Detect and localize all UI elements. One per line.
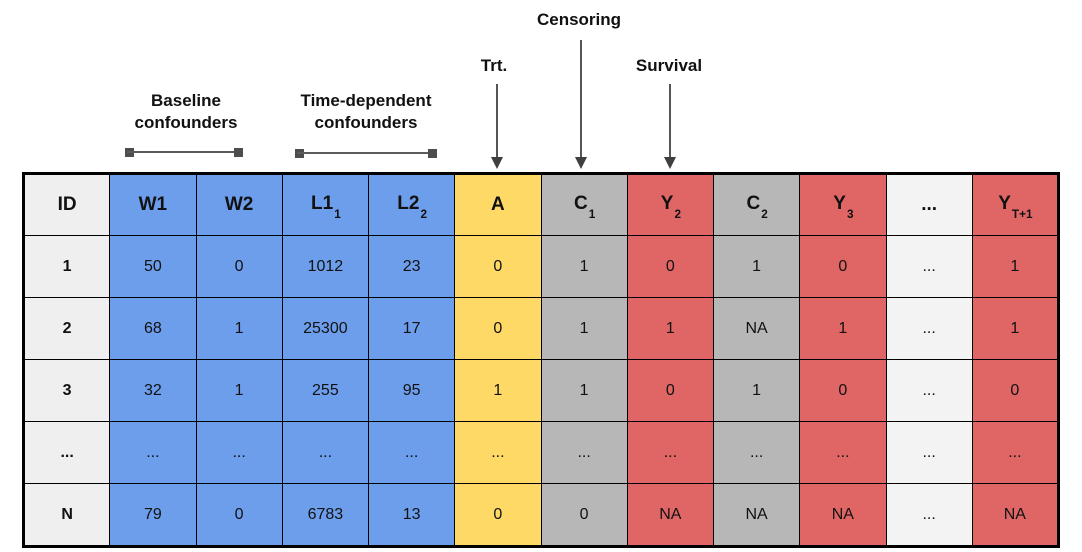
cell-dots-row2: ...: [885, 359, 973, 422]
cell-A-row0: 0: [454, 235, 542, 298]
arrow-survival-icon: [664, 84, 676, 169]
header-cell-L2_2: L22: [367, 173, 456, 236]
cell-ID-row0: 1: [22, 235, 111, 298]
header-cell-W2: W2: [195, 173, 283, 236]
label-baseline-confounders: Baseline confounders: [134, 91, 238, 132]
cell-Y_3-row3: ...: [799, 421, 887, 484]
cell-Y_2-row2: 0: [626, 359, 715, 422]
cell-C_1-row0: 1: [540, 235, 628, 298]
cell-C_2-row0: 1: [712, 235, 801, 298]
cell-Y_T1-row1: 1: [971, 297, 1060, 360]
cell-dots-row0: ...: [885, 235, 973, 298]
cell-Y_2-row0: 0: [626, 235, 715, 298]
bracket-baseline-confounders: [125, 148, 243, 157]
label-survival: Survival: [635, 56, 703, 75]
cell-dots-row3: ...: [885, 421, 973, 484]
cell-C_2-row3: ...: [712, 421, 801, 484]
cell-A-row2: 1: [454, 359, 542, 422]
cell-Y_T1-row0: 1: [971, 235, 1060, 298]
cell-C_1-row2: 1: [540, 359, 628, 422]
cell-Y_2-row3: ...: [626, 421, 715, 484]
header-cell-L1_1: L11: [281, 173, 370, 236]
cell-Y_3-row4: NA: [799, 483, 887, 547]
header-cell-C_1: C1: [540, 173, 628, 236]
header-cell-C_2: C2: [712, 173, 801, 236]
cell-C_2-row1: NA: [712, 297, 801, 360]
header-cell-A: A: [454, 173, 542, 236]
header-cell-Y_3: Y3: [799, 173, 887, 236]
header-cell-Y_T1: YT+1: [971, 173, 1060, 236]
cell-ID-row4: N: [22, 483, 111, 547]
cell-L1_1-row4: 6783: [281, 483, 370, 547]
bracket-time-dependent-confounders: [295, 149, 437, 158]
cell-C_1-row1: 1: [540, 297, 628, 360]
cell-Y_3-row1: 1: [799, 297, 887, 360]
cell-ID-row1: 2: [22, 297, 111, 360]
cell-L2_2-row2: 95: [367, 359, 456, 422]
cell-L2_2-row1: 17: [367, 297, 456, 360]
cell-C_2-row4: NA: [712, 483, 801, 547]
cell-W1-row4: 79: [109, 483, 197, 547]
bracket-line: [297, 152, 435, 154]
cell-W2-row3: ...: [195, 421, 283, 484]
cell-W2-row1: 1: [195, 297, 283, 360]
cell-C_2-row2: 1: [712, 359, 801, 422]
header-cell-W1: W1: [109, 173, 197, 236]
arrow-treatment-icon: [491, 84, 503, 169]
cell-Y_2-row4: NA: [626, 483, 715, 547]
bracket-endpoint-icon: [234, 148, 243, 157]
cell-W2-row0: 0: [195, 235, 283, 298]
label-censoring: Censoring: [536, 10, 622, 29]
cell-Y_3-row0: 0: [799, 235, 887, 298]
cell-Y_T1-row3: ...: [971, 421, 1060, 484]
cell-W2-row4: 0: [195, 483, 283, 547]
cell-L2_2-row4: 13: [367, 483, 456, 547]
label-treatment: Trt.: [480, 56, 508, 75]
cell-ID-row2: 3: [22, 359, 111, 422]
header-cell-Y_2: Y2: [626, 173, 715, 236]
cell-W1-row3: ...: [109, 421, 197, 484]
cell-L1_1-row1: 25300: [281, 297, 370, 360]
cell-W1-row1: 68: [109, 297, 197, 360]
cell-W2-row2: 1: [195, 359, 283, 422]
label-time-dependent-confounders: Time-dependent confounders: [300, 91, 432, 132]
bracket-line: [127, 151, 241, 153]
cell-A-row1: 0: [454, 297, 542, 360]
cell-L1_1-row0: 1012: [281, 235, 370, 298]
cell-L1_1-row3: ...: [281, 421, 370, 484]
cell-C_1-row4: 0: [540, 483, 628, 547]
cell-Y_2-row1: 1: [626, 297, 715, 360]
cell-Y_T1-row4: NA: [971, 483, 1060, 547]
cell-dots-row4: ...: [885, 483, 973, 547]
cell-W1-row2: 32: [109, 359, 197, 422]
cell-C_1-row3: ...: [540, 421, 628, 484]
cell-L2_2-row0: 23: [367, 235, 456, 298]
cell-A-row4: 0: [454, 483, 542, 547]
cell-W1-row0: 50: [109, 235, 197, 298]
header-cell-ID: ID: [22, 173, 111, 236]
bracket-endpoint-icon: [428, 149, 437, 158]
cell-Y_3-row2: 0: [799, 359, 887, 422]
cell-A-row3: ...: [454, 421, 542, 484]
header-cell-dots: ...: [885, 173, 973, 236]
cell-L1_1-row2: 255: [281, 359, 370, 422]
cell-dots-row1: ...: [885, 297, 973, 360]
cell-Y_T1-row2: 0: [971, 359, 1060, 422]
arrow-censoring-icon: [575, 40, 587, 169]
cell-ID-row3: ...: [22, 421, 111, 484]
cell-L2_2-row3: ...: [367, 421, 456, 484]
table-row-...: ....................................: [22, 421, 1060, 484]
